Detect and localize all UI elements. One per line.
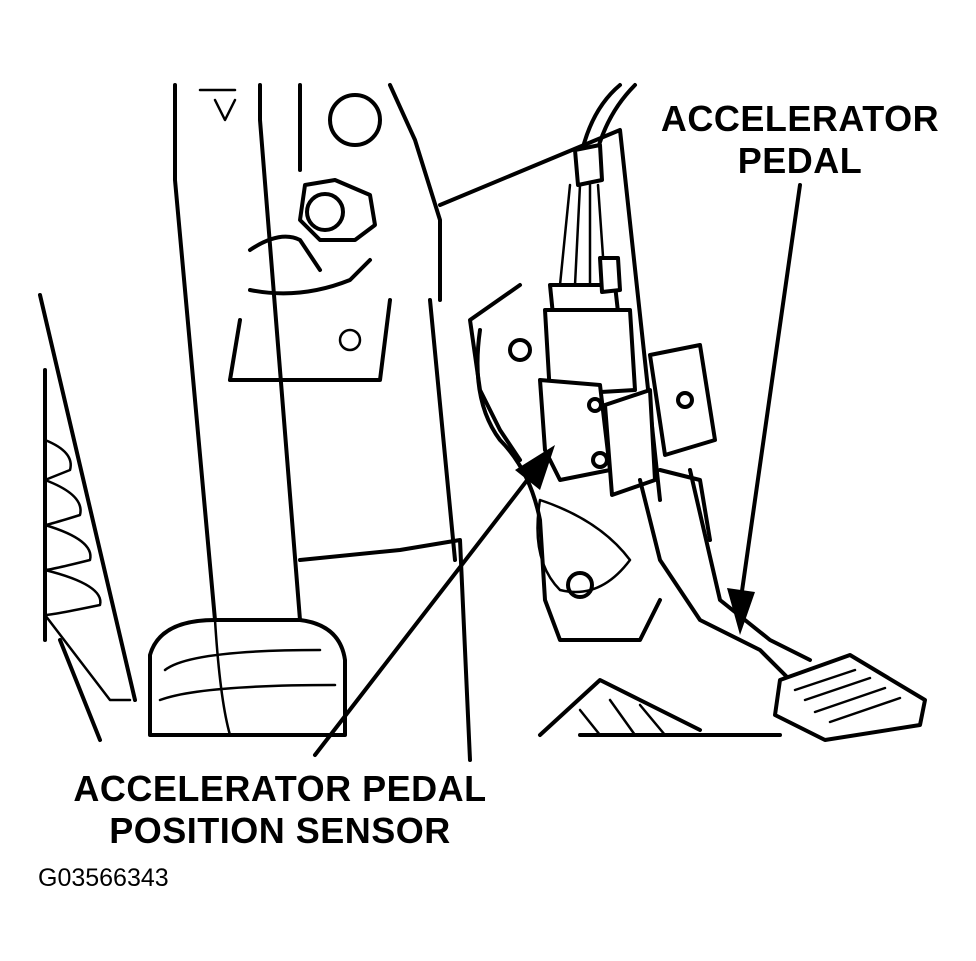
position-sensor-leader <box>313 445 555 757</box>
steering-column <box>148 83 347 737</box>
position-sensor-callout-line2: POSITION SENSOR <box>109 810 451 852</box>
arrowhead <box>515 445 555 490</box>
steering-boot <box>38 293 137 742</box>
position-sensor-body <box>538 343 717 497</box>
accelerator-pedal-callout: ACCELERATOR PEDAL <box>650 98 950 183</box>
figure-id: G03566343 <box>38 864 169 892</box>
accelerator-pedal-leader <box>727 183 802 635</box>
pedal-bracket <box>298 128 662 762</box>
arrowhead <box>727 588 755 635</box>
accelerator-pedal-callout-line2: PEDAL <box>737 140 863 182</box>
position-sensor-callout-line1: ACCELERATOR PEDAL <box>73 768 487 809</box>
mounting-bracket <box>228 83 442 382</box>
position-sensor-callout: ACCELERATOR PEDAL POSITION SENSOR <box>60 768 500 853</box>
sensor-harness <box>543 83 637 397</box>
accelerator-pedal-callout-line1: ACCELERATOR <box>660 98 940 139</box>
